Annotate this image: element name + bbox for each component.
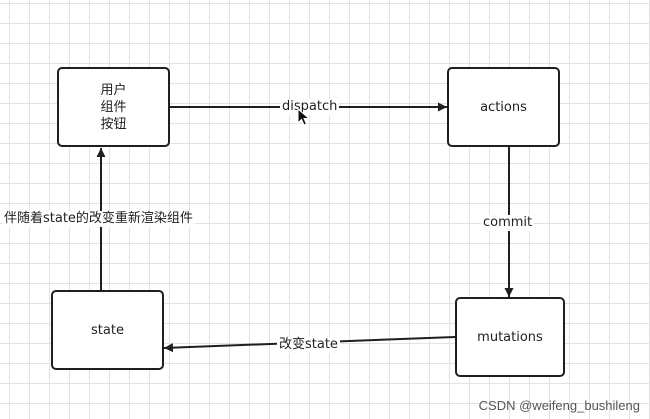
node-state: state — [51, 290, 164, 370]
node-user-component-button: 用户 组件 按钮 — [57, 67, 170, 147]
mouse-pointer-icon — [297, 108, 311, 126]
edge-label-dispatch: dispatch — [280, 99, 340, 115]
edge-label-commit: commit — [481, 215, 535, 231]
node-mutations: mutations — [455, 297, 565, 377]
csdn-watermark: CSDN @weifeng_bushileng — [478, 398, 640, 413]
edge-label-change-state: 改变state — [277, 337, 340, 353]
node-actions: actions — [447, 67, 560, 147]
edge-label-rerender: 伴随着state的改变重新渲染组件 — [2, 211, 195, 227]
